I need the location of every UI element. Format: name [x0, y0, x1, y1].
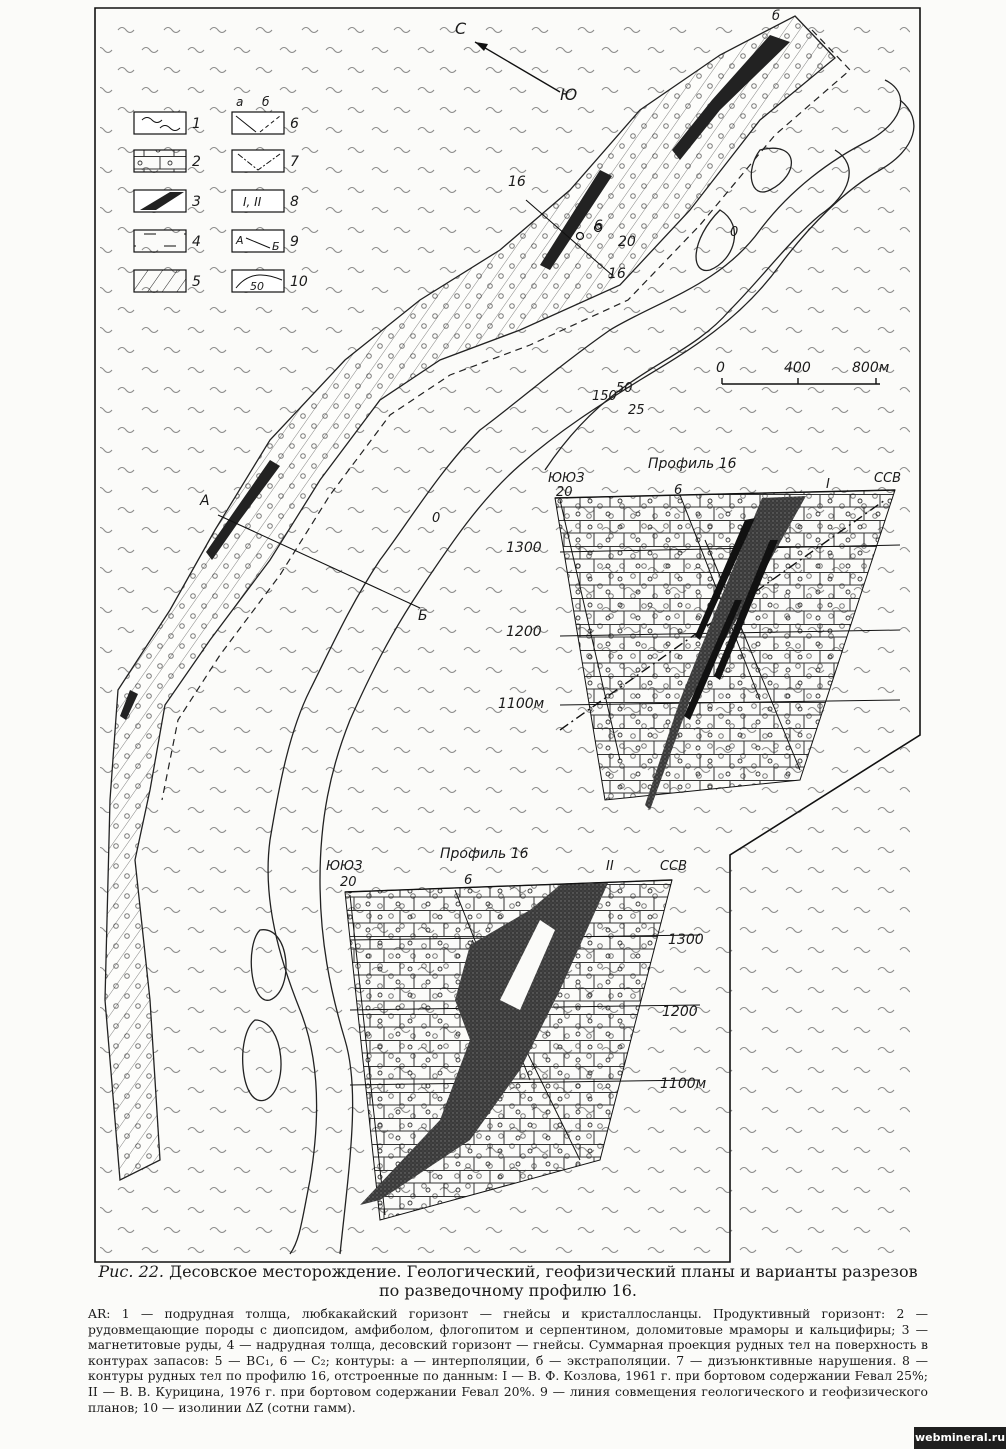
legend-item-8: I, II 8	[231, 189, 299, 213]
svg-text:8: 8	[290, 194, 299, 210]
isoline-150-label: 150	[592, 389, 617, 404]
svg-text:1: 1	[192, 116, 201, 132]
legend-item-6: а б 6	[231, 95, 299, 135]
watermark: webmineral.ru	[914, 1427, 1006, 1449]
svg-text:10: 10	[290, 274, 308, 290]
svg-text:9: 9	[290, 234, 299, 250]
section-lower-well-20: 20	[340, 875, 357, 890]
svg-text:Б: Б	[272, 240, 280, 253]
legend: 1 2 3 4 5 а б 6 7	[133, 95, 308, 293]
point-6-label: 6	[594, 218, 603, 234]
section-upper-left-dir: ЮЮЗ	[548, 471, 584, 486]
legend-item-2: 2	[133, 149, 201, 173]
ore-bodies-plan	[120, 35, 790, 720]
north-label: С	[455, 19, 467, 38]
section-upper-right-dir: ССВ	[874, 471, 901, 486]
isoline-50-label: 50	[616, 381, 633, 396]
legend-item-4: 4	[133, 229, 201, 253]
svg-text:7: 7	[290, 154, 299, 170]
line-a-label: А	[199, 493, 210, 509]
svg-text:4: 4	[192, 234, 201, 250]
svg-text:а: а	[236, 95, 243, 109]
north-arrow: С Ю	[455, 19, 577, 104]
section-lower-left-dir: ЮЮЗ	[326, 859, 362, 874]
south-label: Ю	[560, 85, 577, 104]
section-upper-elev-1200: 1200	[506, 624, 542, 640]
profile-start-label: 16	[508, 174, 526, 190]
section-upper-variant: I	[826, 477, 830, 492]
isoline-0b-label: 0	[730, 225, 738, 240]
svg-text:б: б	[262, 95, 270, 109]
line-b-label: Б	[418, 608, 428, 624]
svg-text:5: 5	[192, 274, 201, 290]
section-upper-title: Профиль 16	[648, 456, 737, 472]
section-lower-elev-1200: 1200	[662, 1004, 698, 1020]
section-lower-variant: II	[606, 859, 614, 874]
svg-text:А: А	[235, 234, 244, 247]
map-labels: 16 20 16 6 А Б 150 50 25 0 0 б	[199, 9, 780, 624]
figure-number: Рис. 22.	[98, 1262, 165, 1281]
caption-body: AR: 1 — подрудная толща, любкакайский го…	[88, 1306, 928, 1415]
section-lower: Профиль 16 ЮЮЗ ССВ 20 6 II 1300 1200 110…	[326, 846, 707, 1221]
scale-bar: 0 400 800м	[716, 360, 890, 385]
profile-20-label: 20	[618, 234, 636, 250]
corner-b-label: б	[772, 9, 780, 24]
legend-item-9: А Б 9	[231, 229, 299, 253]
well-marker	[575, 231, 585, 241]
section-lower-right-dir: ССВ	[660, 859, 687, 874]
svg-text:2: 2	[192, 154, 201, 170]
scale-tick-0: 0	[716, 360, 725, 376]
legend-item-3: 3	[133, 189, 201, 213]
section-lower-well-6: 6	[464, 873, 472, 888]
svg-text:50: 50	[250, 280, 264, 293]
legend-item-10: 50 10	[231, 269, 308, 293]
section-upper-elev-1100: 1100м	[498, 696, 545, 712]
legend-item-1: 1	[133, 111, 201, 135]
legend-item-5: 5	[133, 269, 201, 293]
profile-end-label: 16	[608, 266, 626, 282]
figure-caption: Рис. 22. Десовское месторождение. Геолог…	[88, 1262, 928, 1415]
well-marker	[593, 223, 603, 233]
section-lower-title: Профиль 16	[440, 846, 529, 862]
section-lower-elev-1100: 1100м	[660, 1076, 707, 1092]
legend-item-7: 7	[231, 149, 299, 173]
section-lower-elev-1300: 1300	[668, 932, 704, 948]
section-upper-elev-1300: 1300	[506, 540, 542, 556]
profile-16-line	[525, 199, 613, 276]
svg-text:I, II: I, II	[243, 195, 262, 209]
svg-text:6: 6	[290, 116, 299, 132]
scale-tick-400: 400	[784, 360, 811, 376]
svg-text:3: 3	[192, 194, 201, 210]
ore-belt	[104, 15, 851, 1182]
figure-title: Десовское месторождение. Геологический, …	[169, 1262, 918, 1300]
isoline-0-label: 0	[432, 511, 440, 526]
isolines	[242, 79, 915, 1255]
section-upper: Профиль 16 ЮЮЗ ССВ 20 6 I 1300 1200 1100…	[498, 456, 901, 810]
section-upper-well-20: 20	[556, 485, 573, 500]
section-upper-well-6: 6	[674, 483, 682, 498]
scale-tick-800: 800м	[852, 360, 890, 376]
caption-title: Рис. 22. Десовское месторождение. Геолог…	[88, 1262, 928, 1300]
isoline-25-label: 25	[628, 403, 645, 418]
combination-line-ab	[217, 514, 421, 609]
